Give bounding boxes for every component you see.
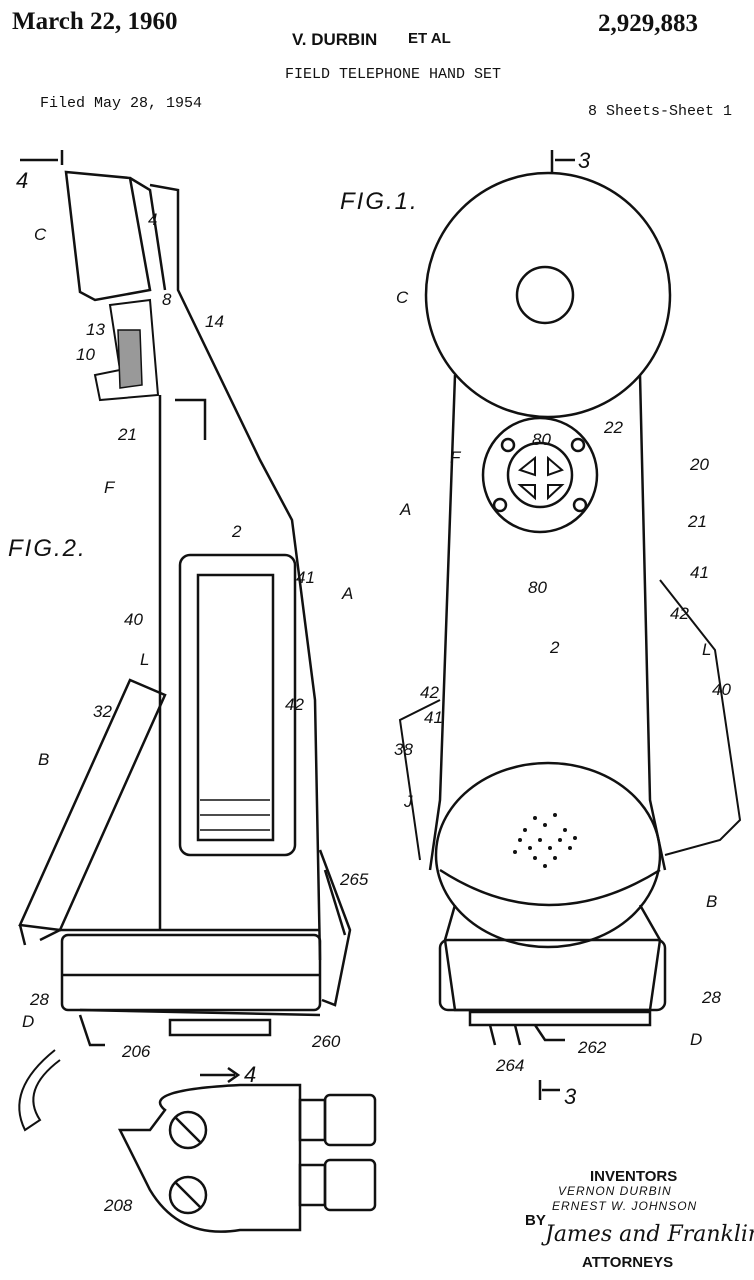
fig1-title: FIG.1. (340, 188, 419, 215)
fig2-section-label: 4 (16, 168, 29, 193)
patent-number: 2,929,883 (598, 10, 698, 37)
fig1-section-label-bottom: 3 (564, 1084, 577, 1109)
fig1-section-label: 3 (578, 148, 591, 173)
filed-date: Filed May 28, 1954 (40, 95, 203, 112)
fig1-label-j: J (404, 792, 413, 811)
inventor-heading: V. DURBIN (292, 30, 378, 49)
patent-date: March 22, 1960 (12, 8, 178, 35)
inventor-1: VERNON DURBIN (558, 1184, 672, 1198)
fig2-label-14: 14 (205, 312, 224, 331)
fig2-label-8: 8 (162, 290, 172, 309)
fig1-label-80-top: 80 (532, 430, 551, 449)
fig1-label-80-bottom: 80 (528, 578, 547, 597)
fig1-label-20: 20 (690, 455, 709, 474)
by-label: BY (525, 1212, 546, 1229)
fig2-label-21: 21 (118, 425, 137, 444)
fig1-label-42-right: 42 (670, 604, 689, 623)
inventor-2: ERNEST W. JOHNSON (552, 1199, 698, 1213)
fig1-label-d: D (690, 1030, 703, 1049)
fig2-label-b: B (38, 750, 50, 769)
fig2-label-l: L (140, 650, 150, 669)
attorney-signature: James and Franklin (545, 1222, 754, 1247)
et-al: ET AL (408, 30, 451, 47)
fig1-label-40: 40 (712, 680, 731, 699)
fig1-label-a: A (400, 500, 412, 519)
fig2-label-13: 13 (86, 320, 105, 339)
fig2-section-label-bottom: 4 (244, 1062, 257, 1087)
fig1-label-42-left: 42 (420, 683, 439, 702)
attorneys-label: ATTORNEYS (582, 1254, 674, 1271)
fig1-label-l: L (702, 640, 712, 659)
fig2-label-206: 206 (122, 1042, 151, 1061)
fig2-label-f: F (104, 478, 115, 497)
fig2-label-41: 41 (296, 568, 315, 587)
fig1-label-264: 264 (496, 1056, 525, 1075)
sheet-count: 8 Sheets-Sheet 1 (588, 103, 733, 120)
fig2-label-260: 260 (312, 1032, 341, 1051)
fig2-title: FIG.2. (8, 535, 87, 562)
fig2-label-4: 4 (148, 210, 158, 229)
fig1-label-c: C (396, 288, 409, 307)
fig2-label-208: 208 (104, 1196, 133, 1215)
fig2-label-c: C (34, 225, 47, 244)
fig2-label-d: D (22, 1012, 35, 1031)
patent-title: FIELD TELEPHONE HAND SET (285, 66, 502, 83)
fig2-label-32: 32 (93, 702, 112, 721)
fig1-handset-front-view (398, 150, 742, 1100)
fig1-label-2: 2 (550, 638, 560, 657)
inventors-heading: INVENTORS (590, 1168, 678, 1185)
fig2-label-28: 28 (30, 990, 49, 1009)
fig2-handset-side-view (18, 150, 377, 1233)
fig2-label-a: A (342, 584, 354, 603)
fig1-label-f: F (450, 448, 461, 467)
fig1-label-41-right: 41 (690, 563, 709, 582)
fig1-label-28: 28 (702, 988, 721, 1007)
fig1-label-b: B (706, 892, 718, 911)
fig1-label-262: 262 (578, 1038, 607, 1057)
fig2-label-42: 42 (285, 695, 304, 714)
fig2-label-2: 2 (232, 522, 242, 541)
fig1-label-21: 21 (688, 512, 707, 531)
fig2-label-40: 40 (124, 610, 143, 629)
fig1-label-41-left: 41 (424, 708, 443, 727)
fig2-label-10: 10 (76, 345, 95, 364)
fig1-label-22: 22 (604, 418, 623, 437)
fig2-label-265: 265 (340, 870, 369, 889)
fig1-label-38: 38 (394, 740, 413, 759)
